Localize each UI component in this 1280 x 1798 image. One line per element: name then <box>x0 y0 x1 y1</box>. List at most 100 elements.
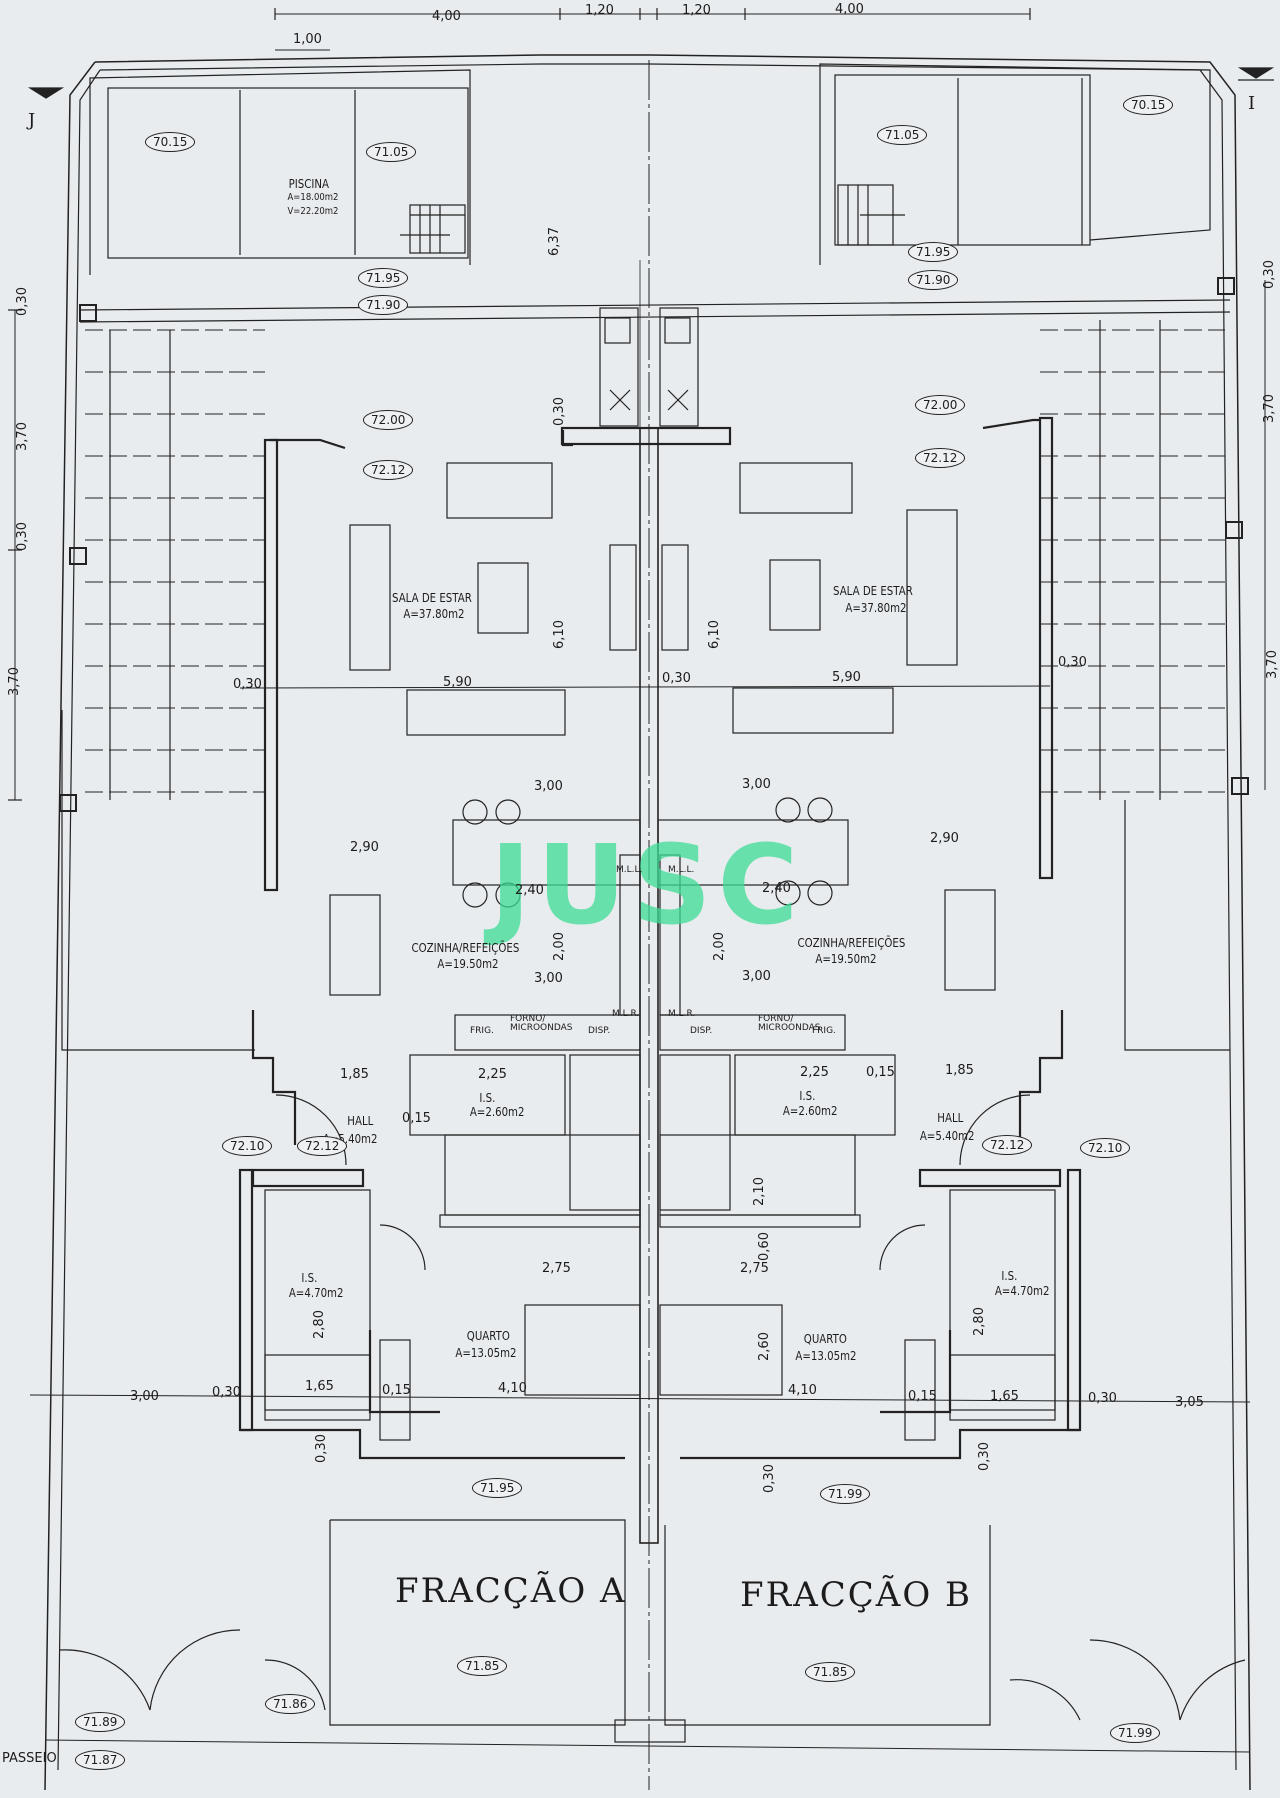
unit-a-label: FRACÇÃO A <box>395 1571 627 1611</box>
cozinha-a-area: A=19.50m2 <box>437 957 499 971</box>
dim-030-h: 0,30 <box>313 1434 329 1463</box>
street-label: PASSEIO <box>2 1751 57 1766</box>
dim-015-c: 0,15 <box>382 1383 411 1398</box>
dim-280-b: 2,80 <box>971 1307 987 1336</box>
dim-030-mid: 0,30 <box>662 671 691 686</box>
dim-200-a: 2,00 <box>551 932 567 961</box>
dim-top-400-b: 4,00 <box>835 2 864 17</box>
dim-030-i: 0,30 <box>761 1464 777 1493</box>
frig-b: FRIG. <box>812 1026 836 1036</box>
quarto-b-area: A=13.05m2 <box>795 1349 857 1363</box>
pool-volume: V=22.20m2 <box>287 206 339 217</box>
dim-030-right: 0,30 <box>1058 655 1087 670</box>
elev-7200-a: 72.00 <box>363 410 414 430</box>
elev-7187: 71.87 <box>75 1750 126 1770</box>
hall-a-name: HALL <box>347 1114 374 1128</box>
dim-030-left: 0,30 <box>233 677 262 692</box>
sala-b-area: A=37.80m2 <box>845 601 907 615</box>
dim-260: 2,60 <box>756 1332 772 1361</box>
quarto-a-area: A=13.05m2 <box>455 1346 517 1360</box>
elev-7195-b: 71.95 <box>908 242 959 262</box>
is-large-a-name: I.S. <box>301 1271 318 1285</box>
dim-right-030: 0,30 <box>1261 260 1277 289</box>
dim-030-top: 0,30 <box>551 397 567 426</box>
sala-b-name: SALA DE ESTAR <box>833 584 913 598</box>
elev-7105-a: 71.05 <box>366 142 417 162</box>
elev-7210-b: 72.10 <box>1080 1138 1131 1158</box>
dim-225-b: 2,25 <box>800 1065 829 1080</box>
dim-right-370-b: 3,70 <box>1264 650 1280 679</box>
is-small-a-name: I.S. <box>479 1091 496 1105</box>
elev-7105-b: 71.05 <box>877 125 928 145</box>
dim-165-b: 1,65 <box>990 1389 1019 1404</box>
is-small-b-area: A=2.60m2 <box>782 1104 838 1118</box>
pool-name: PISCINA <box>288 177 329 191</box>
cozinha-b-name: COZINHA/REFEIÇÕES <box>797 936 906 950</box>
section-j-label: J <box>28 110 36 131</box>
section-i-label: I <box>1248 93 1256 114</box>
dim-200-b: 2,00 <box>711 932 727 961</box>
dim-left-030-a: 0,30 <box>14 287 30 316</box>
dim-637: 6,37 <box>546 227 562 256</box>
elev-7212-c: 72.12 <box>297 1136 348 1156</box>
dim-290-a: 2,90 <box>350 840 379 855</box>
dim-300-c: 3,00 <box>534 971 563 986</box>
dim-275-b: 2,75 <box>740 1261 769 1276</box>
dim-030-f: 0,30 <box>212 1385 241 1400</box>
hall-b-area: A=5.40m2 <box>919 1129 975 1143</box>
elev-7190-b: 71.90 <box>908 270 959 290</box>
dim-300-d: 3,00 <box>742 969 771 984</box>
dim-top-100: 1,00 <box>293 32 322 47</box>
dim-410-b: 4,10 <box>788 1383 817 1398</box>
elev-7015-a: 70.15 <box>145 132 196 152</box>
elev-7195-a: 71.95 <box>358 268 409 288</box>
elev-7212-a: 72.12 <box>363 460 414 480</box>
dim-185-a: 1,85 <box>340 1067 369 1082</box>
quarto-b-name: QUARTO <box>803 1332 847 1346</box>
is-small-a-area: A=2.60m2 <box>469 1105 525 1119</box>
forno-a: FORNO/ MICROONDAS <box>510 1014 573 1033</box>
is-large-b-area: A=4.70m2 <box>994 1284 1050 1298</box>
watermark: JUSC <box>490 821 805 949</box>
dim-300-b: 3,00 <box>742 777 771 792</box>
elev-7199-a: 71.99 <box>820 1484 871 1504</box>
disp-a: DISP. <box>588 1026 611 1036</box>
dim-305: 3,05 <box>1175 1395 1204 1410</box>
disp-b: DISP. <box>690 1026 713 1036</box>
dim-300-e: 3,00 <box>130 1389 159 1404</box>
dim-060: 0,60 <box>756 1232 772 1261</box>
elev-7015-b: 70.15 <box>1123 95 1174 115</box>
dim-left-370-b: 3,70 <box>6 667 22 696</box>
dim-top-120-b: 1,20 <box>682 3 711 18</box>
elev-7199-b: 71.99 <box>1110 1723 1161 1743</box>
dim-225-a: 2,25 <box>478 1067 507 1082</box>
hall-b-name: HALL <box>937 1111 964 1125</box>
dim-290-b: 2,90 <box>930 831 959 846</box>
unit-b-label: FRACÇÃO B <box>740 1575 972 1615</box>
elev-7195-c: 71.95 <box>472 1478 523 1498</box>
dim-030-j: 0,30 <box>976 1442 992 1471</box>
is-large-b-name: I.S. <box>1001 1269 1018 1283</box>
dim-410-a: 4,10 <box>498 1381 527 1396</box>
mll-b: M.L.L. <box>668 865 695 875</box>
elev-7210-a: 72.10 <box>222 1136 273 1156</box>
is-small-b-name: I.S. <box>799 1089 816 1103</box>
frig-a: FRIG. <box>470 1026 494 1036</box>
dim-left-370-a: 3,70 <box>14 422 30 451</box>
dim-030-g: 0,30 <box>1088 1391 1117 1406</box>
dim-610-b: 6,10 <box>706 620 722 649</box>
dim-015-b: 0,15 <box>866 1065 895 1080</box>
dim-left-030-b: 0,30 <box>14 522 30 551</box>
elev-7185-a: 71.85 <box>457 1656 508 1676</box>
sala-a-name: SALA DE ESTAR <box>392 591 472 605</box>
dim-275-a: 2,75 <box>542 1261 571 1276</box>
elev-7185-b: 71.85 <box>805 1662 856 1682</box>
dim-240-a: 2,40 <box>515 883 544 898</box>
elev-7212-b: 72.12 <box>915 448 966 468</box>
cozinha-a-name: COZINHA/REFEIÇÕES <box>411 941 520 955</box>
dim-590-b: 5,90 <box>832 670 861 685</box>
pool-area: A=18.00m2 <box>287 192 339 203</box>
is-large-a-area: A=4.70m2 <box>288 1286 344 1300</box>
elev-7200-b: 72.00 <box>915 395 966 415</box>
